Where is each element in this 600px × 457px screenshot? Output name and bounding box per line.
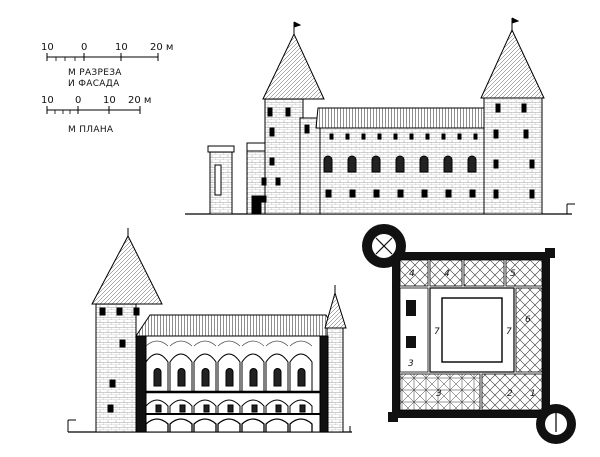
room-number-1: 1	[530, 389, 536, 399]
room-number-6: 6	[525, 315, 531, 325]
floor-plan	[362, 224, 576, 444]
room-number-7b: 7	[506, 327, 512, 337]
scale-section-tick-1: 0	[81, 42, 87, 53]
room-number-3b: 3	[408, 359, 414, 369]
scale-section-caption-1: м разреза	[68, 68, 122, 78]
scale-section-tick-3: 20 м	[150, 42, 173, 53]
scale-bar-plan: 10 0 10 20 м м плана	[41, 95, 151, 135]
scale-plan-caption: м плана	[68, 125, 114, 135]
plan-room-numbers: 4 4 5 6 7 7 3 2 3 1	[408, 269, 536, 399]
scale-plan-tick-2: 10	[103, 95, 116, 106]
cross-section	[67, 228, 352, 433]
scale-plan-tick-1: 0	[75, 95, 81, 106]
room-number-4b: 4	[444, 269, 450, 279]
scale-plan-tick-0: 10	[41, 95, 54, 106]
facade-elevation	[185, 17, 575, 215]
room-number-7a: 7	[434, 327, 440, 337]
scale-section-caption-2: и фасада	[68, 79, 120, 89]
room-number-2: 2	[507, 389, 513, 399]
room-number-4a: 4	[409, 269, 415, 279]
room-number-3a: 3	[436, 389, 442, 399]
scale-bar-section: 10 0 10 20 м м разреза и фасада	[41, 42, 173, 89]
scale-section-tick-0: 10	[41, 42, 54, 53]
scale-section-tick-2: 10	[115, 42, 128, 53]
scale-plan-tick-3: 20 м	[128, 95, 151, 106]
room-number-5: 5	[510, 269, 516, 279]
